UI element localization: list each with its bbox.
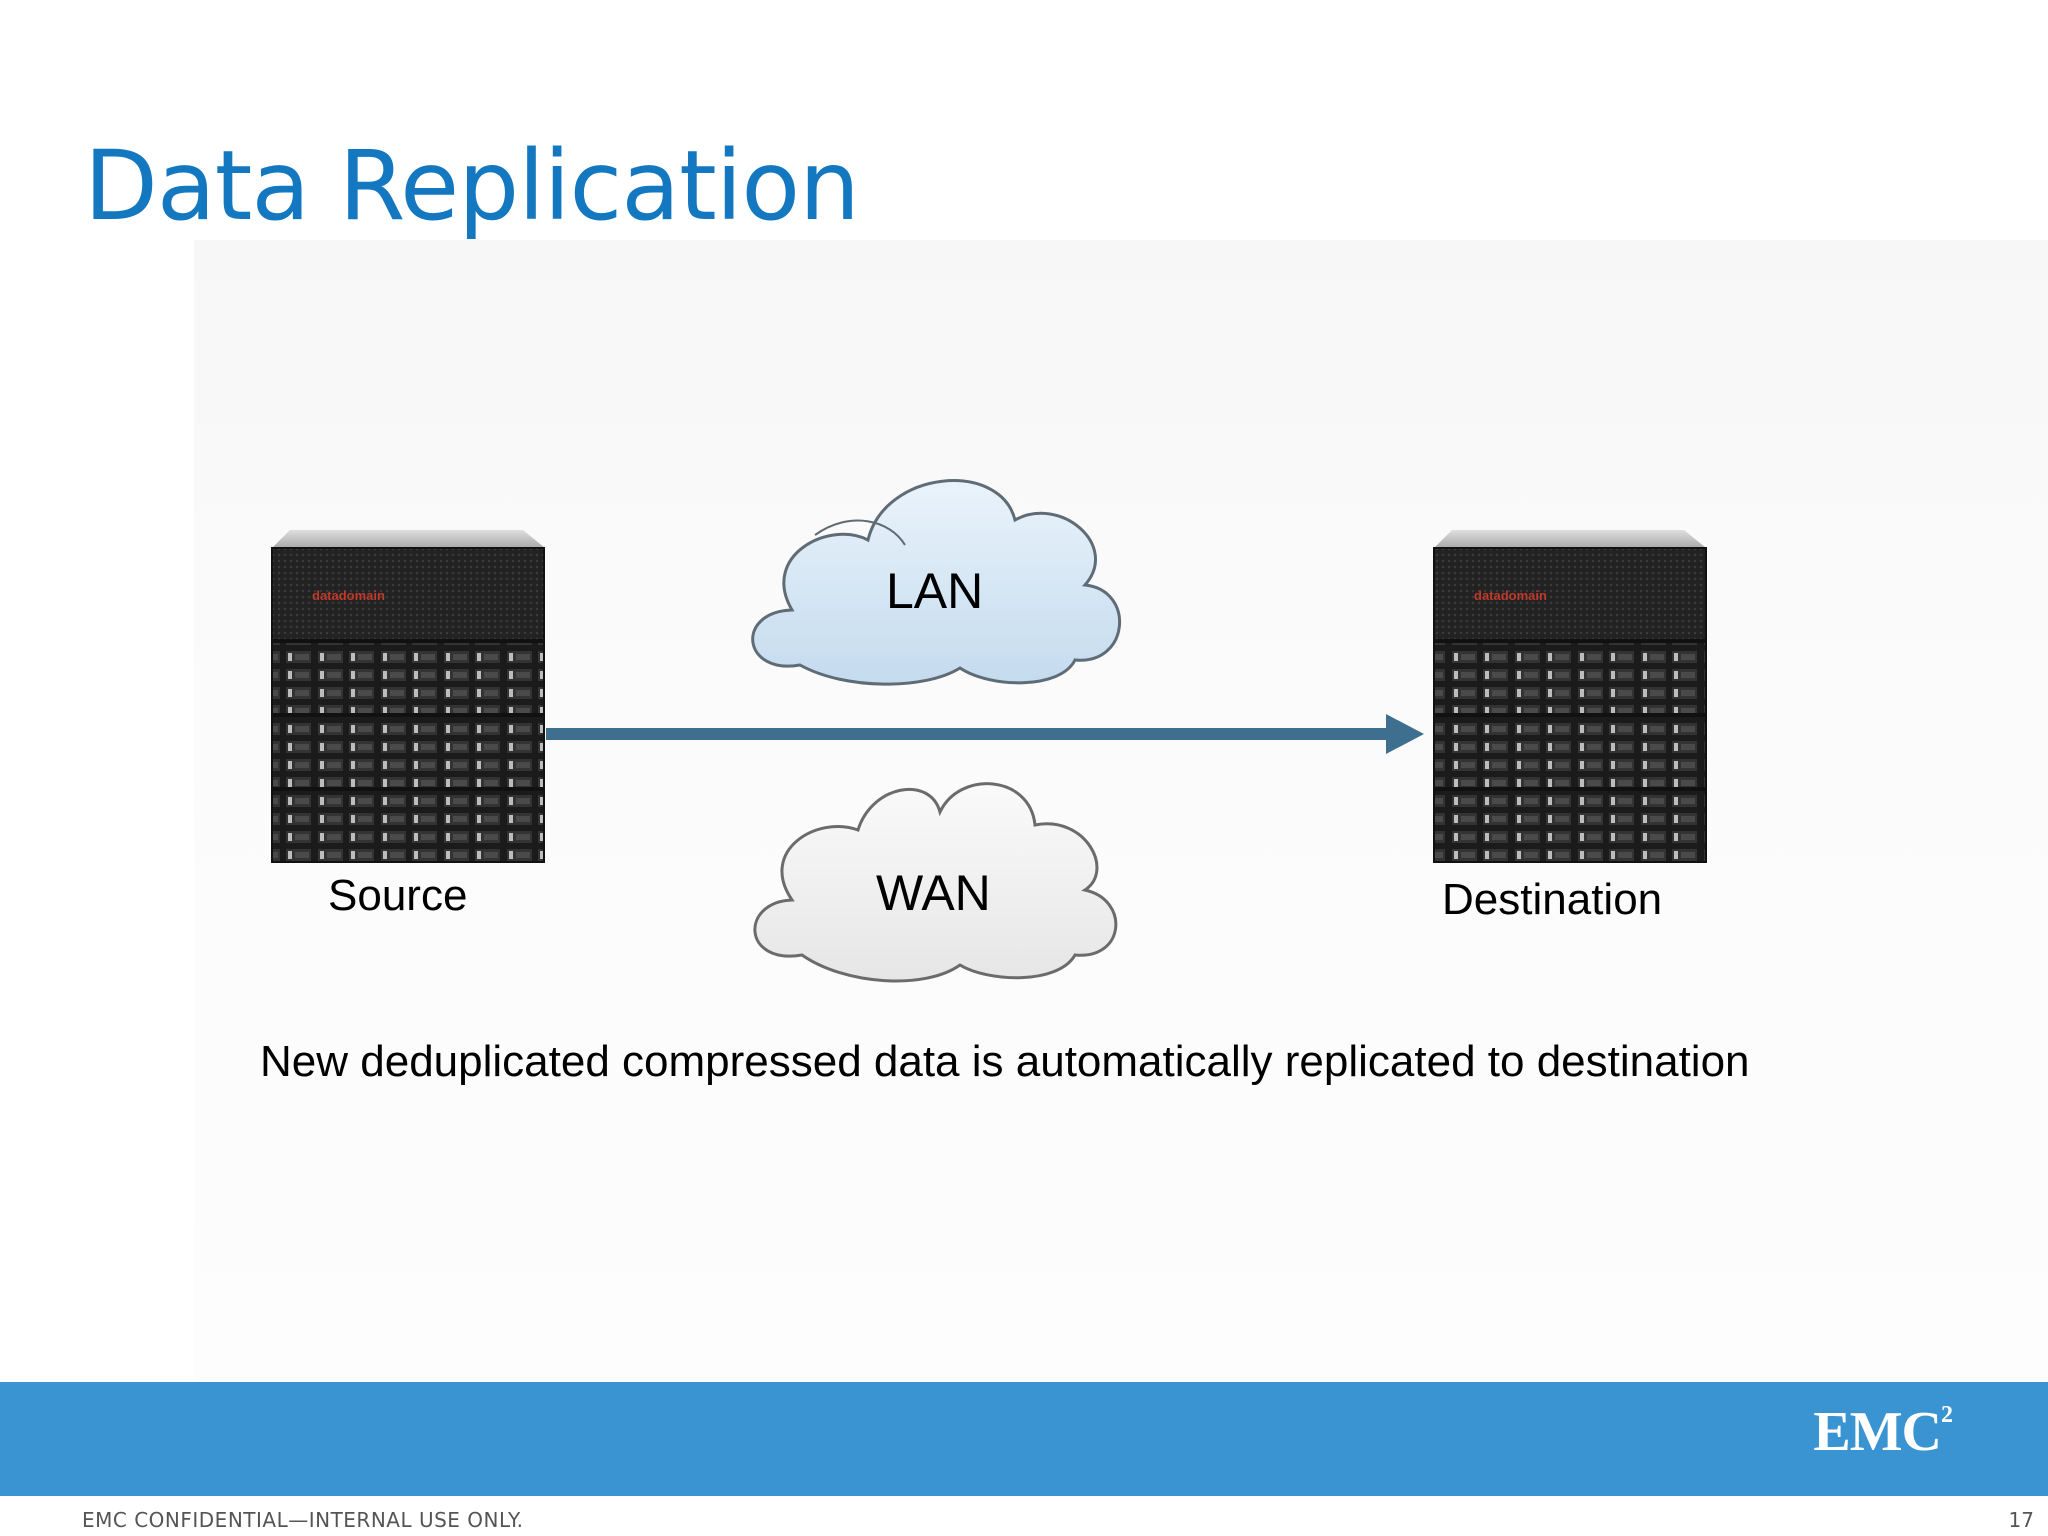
lan-cloud-detail [814,519,906,546]
appliance-brand-text: datadomain [312,588,385,603]
confidential-note: EMC CONFIDENTIAL—INTERNAL USE ONLY. [82,1508,524,1532]
emc-logo: EMC2 [1813,1401,1953,1463]
wan-label: WAN [876,865,991,921]
appliance-head-unit [271,547,545,641]
source-appliance: datadomain [271,530,545,863]
replication-arrow-head [1386,714,1424,754]
lan-cloud [751,479,1121,686]
disk-shelf [1433,789,1707,863]
destination-label: Destination [1442,875,1663,924]
lan-label: LAN [886,563,984,619]
appliance-top [1434,530,1706,548]
diagram-caption: New deduplicated compressed data is auto… [260,1037,1750,1086]
page-number: 17 [2008,1508,2034,1532]
source-label: Source [328,871,468,920]
logo-superscript: 2 [1941,1402,1953,1429]
appliance-brand-text: datadomain [1474,588,1547,603]
disk-shelf [271,641,545,715]
destination-appliance: datadomain [1433,530,1707,863]
slide-title: Data Replication [84,130,860,242]
footer-bar: EMC2 [0,1382,2048,1496]
disk-shelf [1433,715,1707,789]
disk-shelf [1433,641,1707,715]
wan-cloud [753,782,1118,983]
disk-shelf [271,789,545,863]
appliance-head-unit [1433,547,1707,641]
disk-shelf [271,715,545,789]
logo-text: EMC [1813,1401,1942,1463]
appliance-top [272,530,545,548]
